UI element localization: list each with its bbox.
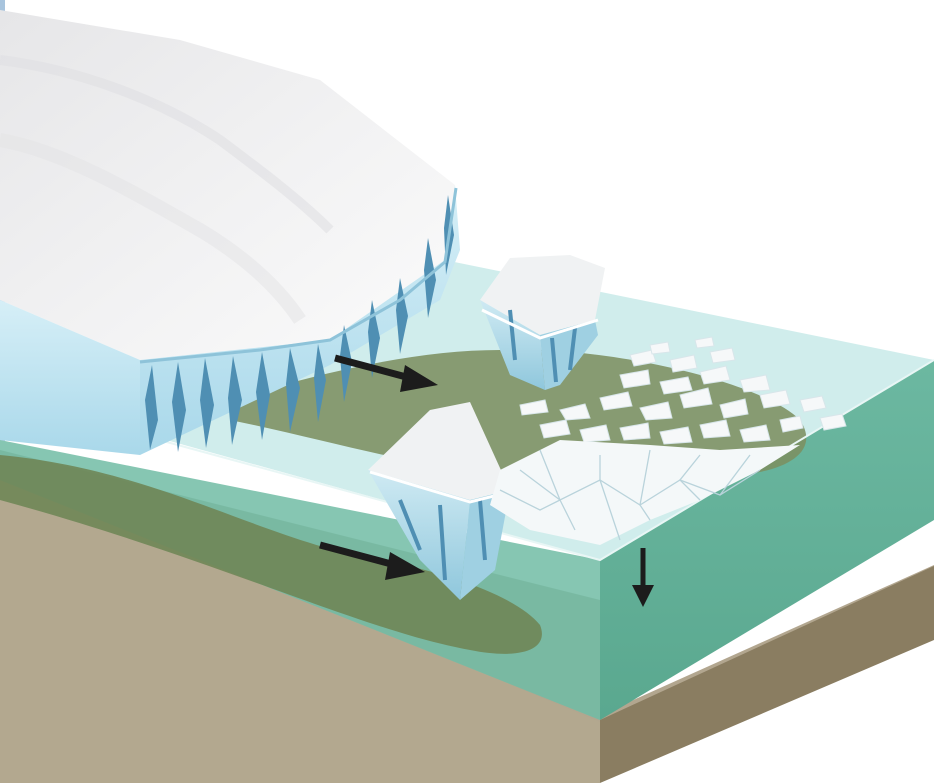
- glacier-calving-diagram: [0, 0, 934, 783]
